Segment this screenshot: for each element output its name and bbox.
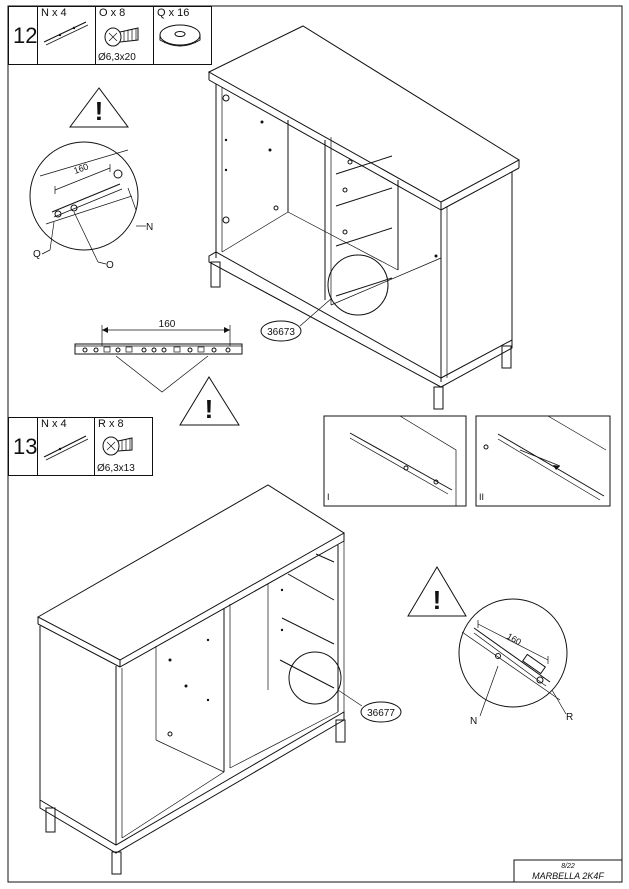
warning-icon-1: ! bbox=[69, 87, 129, 128]
step-12-number: 12 bbox=[13, 23, 38, 48]
footer-product: MARBELLA 2K4F bbox=[532, 871, 604, 881]
part-r-size: Ø6,3x13 bbox=[97, 463, 135, 474]
detail-circle-step12 bbox=[29, 141, 139, 263]
warning-icon-2: ! bbox=[179, 376, 240, 426]
part-n-label: N x 4 bbox=[41, 7, 67, 19]
panel-ii bbox=[475, 415, 611, 507]
letter-n-13: N bbox=[470, 716, 477, 727]
part-n-label-13: N x 4 bbox=[41, 418, 67, 430]
part-q-cell: Q x 16 bbox=[153, 7, 211, 64]
part-o-label: O x 8 bbox=[99, 7, 126, 19]
rail-dimension-label: 160 bbox=[159, 319, 176, 330]
rail-dimension-drawing bbox=[74, 325, 243, 393]
rail-n-icon-13 bbox=[43, 435, 89, 461]
footer-box bbox=[513, 859, 623, 883]
callout-36677 bbox=[360, 701, 402, 723]
detail-dimension-12: 160 bbox=[72, 161, 90, 176]
warning-icon-3: ! bbox=[407, 566, 467, 617]
panel-ii-label: II bbox=[479, 492, 484, 502]
letter-q-12: Q bbox=[33, 249, 41, 260]
part-o-size: Ø6,3x20 bbox=[98, 52, 136, 63]
panel-i bbox=[323, 415, 467, 507]
callout-36673-label: 36673 bbox=[267, 327, 295, 338]
part-o-cell: O x 8 Ø6,3x20 bbox=[95, 7, 154, 64]
svg-text:!: ! bbox=[95, 96, 104, 126]
svg-text:!: ! bbox=[433, 585, 442, 615]
screw-o-icon bbox=[104, 27, 139, 47]
washer-q-icon bbox=[159, 24, 201, 47]
letter-o-12: O bbox=[106, 260, 114, 271]
letter-r-13: R bbox=[566, 712, 573, 723]
part-n-cell: N x 4 bbox=[37, 7, 96, 64]
step-13-parts-header: 13 N x 4 R x 8 Ø6,3x13 bbox=[8, 417, 153, 476]
footer-page: 8/22 bbox=[561, 863, 575, 870]
part-n-cell-13: N x 4 bbox=[37, 418, 95, 475]
cabinet-step12 bbox=[207, 25, 520, 410]
cabinet-step13 bbox=[36, 484, 363, 875]
callout-36673 bbox=[260, 320, 302, 342]
part-r-cell: R x 8 Ø6,3x13 bbox=[94, 418, 152, 475]
detail-dimension-13: 160 bbox=[505, 631, 523, 647]
callout-36677-label: 36677 bbox=[367, 708, 395, 719]
panel-i-label: I bbox=[327, 492, 330, 502]
rail-n-icon bbox=[43, 21, 89, 46]
letter-n-12: N bbox=[146, 222, 153, 233]
step-12-parts-header: 12 N x 4 O x 8 Ø6,3x20 Q x 16 bbox=[8, 6, 212, 65]
screw-r-icon bbox=[102, 436, 133, 456]
page-frame bbox=[7, 5, 623, 883]
svg-text:!: ! bbox=[205, 394, 214, 424]
part-r-label: R x 8 bbox=[98, 418, 124, 430]
step-13-number: 13 bbox=[13, 434, 38, 459]
part-q-label: Q x 16 bbox=[157, 7, 190, 19]
detail-circle-step13 bbox=[458, 598, 568, 717]
